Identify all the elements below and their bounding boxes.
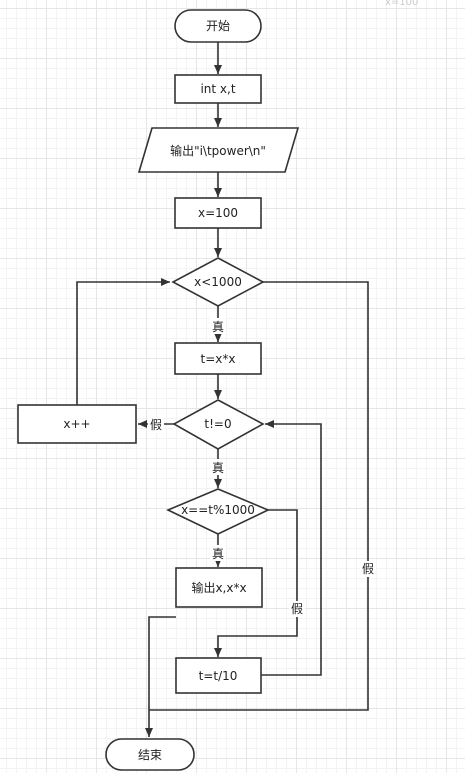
edge-increment-loop — [76, 278, 170, 405]
start-terminal — [174, 9, 262, 43]
edge-cond-x-false — [149, 281, 369, 711]
start-label: 开始 — [206, 19, 230, 33]
edge-label-false-1: 假 — [150, 418, 162, 432]
increment-x-label: x++ — [63, 417, 90, 431]
cond-eq-decision — [166, 488, 270, 535]
edge-output-to-end — [145, 616, 176, 737]
cond-x-decision — [171, 257, 265, 307]
increment-x-process — [17, 404, 137, 444]
output-result-label: 输出x,x*x — [191, 580, 246, 595]
cond-t-decision — [172, 399, 265, 450]
edge-label-true-2: 真 — [212, 461, 224, 475]
edge-label-true-3: 真 — [212, 547, 224, 561]
end-label: 结束 — [138, 748, 162, 762]
end-terminal — [105, 738, 195, 771]
init-x-label: x=100 — [198, 206, 238, 220]
output-header-label: 输出"i\tpower\n" — [170, 143, 266, 158]
declare-process — [174, 74, 262, 104]
divide-t-label: t=t/10 — [199, 669, 238, 683]
divide-t-process — [175, 657, 262, 694]
calc-t-label: t=x*x — [201, 352, 236, 366]
declare-label: int x,t — [200, 82, 235, 96]
edge-label-true-1: 真 — [212, 320, 224, 334]
edge-divide-loop — [261, 420, 322, 676]
corner-label: x=100 — [385, 0, 418, 8]
init-x-process — [174, 197, 262, 229]
edge-label-bg-true-3 — [210, 545, 226, 561]
cond-x-label: x<1000 — [194, 275, 242, 289]
calc-t-process — [174, 342, 262, 375]
output-header-io — [137, 127, 300, 173]
cond-t-label: t!=0 — [204, 417, 231, 431]
edge-cond-eq-false — [214, 509, 298, 657]
cond-eq-label: x==t%1000 — [181, 503, 255, 517]
edge-label-false-2: 假 — [291, 602, 303, 616]
edge-label-bg-true-1 — [210, 318, 226, 334]
edge-label-bg-false-1 — [148, 417, 164, 433]
edge-label-bg-false-2 — [289, 601, 305, 617]
edge-label-bg-true-2 — [210, 459, 226, 475]
output-result-process — [175, 567, 263, 608]
edge-label-bg-false-3 — [360, 561, 376, 577]
edge-label-false-3: 假 — [362, 562, 374, 576]
